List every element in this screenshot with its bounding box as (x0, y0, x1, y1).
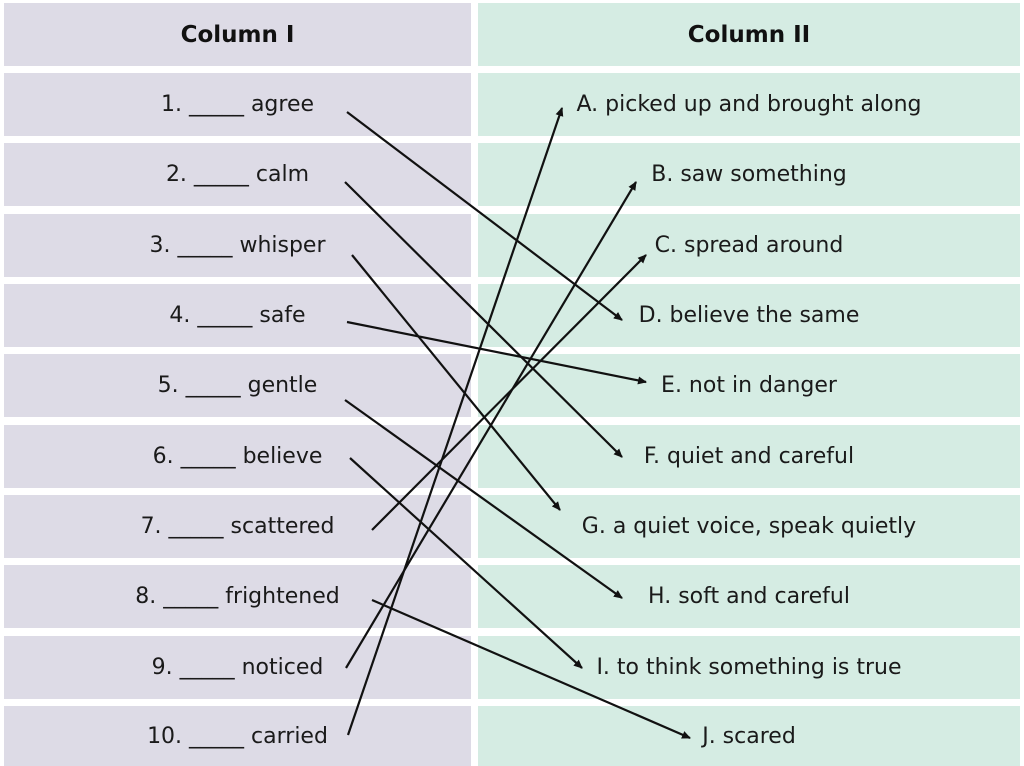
column-2-item: H. soft and careful (478, 565, 1020, 628)
column-2-item: J. scared (478, 706, 1020, 766)
column-1-item: 2. _____ calm (4, 143, 471, 206)
column-1-item: 4. _____ safe (4, 284, 471, 347)
match-arrow-1-D (346, 111, 623, 321)
column-1-item: 10. _____ carried (4, 706, 471, 766)
match-arrow-5-H (344, 399, 623, 599)
column-2-item: B. saw something (478, 143, 1020, 206)
column-1-header: Column I (4, 3, 471, 66)
column-2-header: Column II (478, 3, 1020, 66)
column-1-item: 9. _____ noticed (4, 636, 471, 699)
match-arrow-6-I (349, 457, 583, 669)
column-1-item: 1. _____ agree (4, 73, 471, 136)
column-1-item: 7. _____ scattered (4, 495, 471, 558)
match-arrow-8-J (371, 598, 691, 740)
column-1-item: 5. _____ gentle (4, 354, 471, 417)
column-1-item: 3. _____ whisper (4, 214, 471, 277)
column-1-item: 6. _____ believe (4, 425, 471, 488)
match-arrow-4-E (346, 320, 647, 385)
match-arrow-2-F (344, 181, 623, 458)
column-2-item: A. picked up and brought along (478, 73, 1020, 136)
column-2-item: G. a quiet voice, speak quietly (478, 495, 1020, 558)
column-2-item: F. quiet and careful (478, 425, 1020, 488)
column-2-item: C. spread around (478, 214, 1020, 277)
column-2-item: E. not in danger (478, 354, 1020, 417)
column-2-item: I. to think something is true (478, 636, 1020, 699)
match-arrow-10-A (346, 107, 564, 736)
match-arrow-7-C (371, 254, 647, 531)
column-1-item: 8. _____ frightened (4, 565, 471, 628)
match-arrow-3-G (351, 254, 561, 511)
match-arrow-9-B (345, 181, 637, 669)
